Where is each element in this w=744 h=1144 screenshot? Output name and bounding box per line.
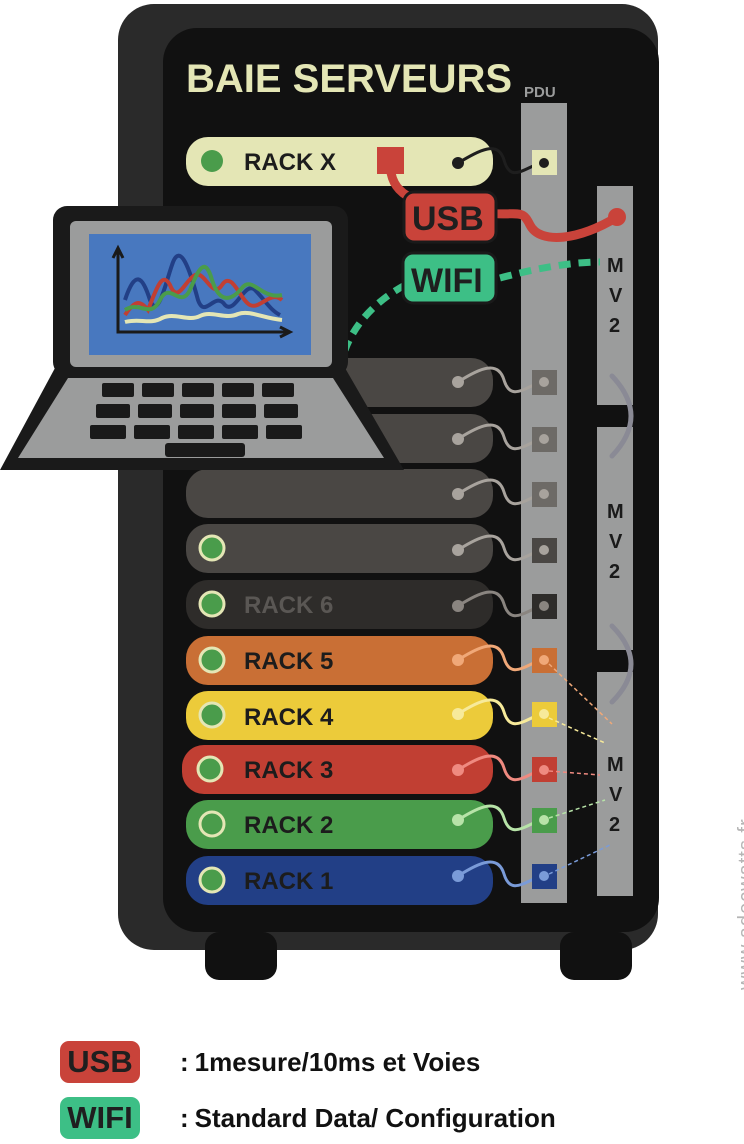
rack-1[interactable]: RACK 1 [186,844,611,905]
rack-4-label: RACK 4 [244,704,334,731]
laptop-keyboard [90,383,302,439]
usb-plug [377,147,404,174]
status-led [198,646,226,674]
mv2-bracket-top [567,405,633,427]
rack-5[interactable]: RACK 5 [186,636,613,725]
rack-x-power-cable [457,147,541,174]
mv2-label-3: M V 2 [607,754,624,836]
rack-blank-4 [186,524,557,573]
usb-badge [402,190,498,244]
rack-6[interactable]: RACK 6 [186,580,557,629]
mv2-letter: V [609,285,623,307]
wifi-badge [401,251,498,305]
status-led [198,590,226,618]
rack-x-label: RACK X [244,149,336,176]
legend-wifi-badge: WIFI [60,1097,140,1139]
mv2-label-2: M V 2 [607,501,624,583]
status-led [198,701,226,729]
mv2-letter: 2 [609,814,620,836]
cabinet-title: BAIE SERVEURS [186,57,512,101]
usb-plug-end [608,208,626,226]
rack-5-label: RACK 5 [244,648,333,675]
rack-blank-3 [186,469,557,518]
status-led [201,150,223,172]
rack-2-label: RACK 2 [244,812,333,839]
legend-separator: : [180,1102,189,1133]
rack-1-label: RACK 1 [244,868,333,895]
mv2-letter: V [609,784,623,806]
mv2-arc-bottom [609,623,634,705]
mv2-bracket-bottom [567,650,633,672]
mv2-letter: 2 [609,561,620,583]
cabinet-foot-right [560,932,632,980]
mv2-letter: M [607,255,624,277]
cabinet-foot-left [205,932,277,980]
screen-chart-graphic [111,244,294,339]
mv2-arc-top [609,373,634,459]
rack-3-label: RACK 3 [244,757,333,784]
legend-wifi-text: Standard Data/ Configuration [194,1102,556,1133]
mv2-strip [597,186,633,896]
rack-3[interactable]: RACK 3 [182,745,601,794]
status-led [198,810,226,838]
legend-usb: USB : 1mesure/10ms et Voies [60,1041,480,1083]
rack-x[interactable]: RACK X [186,137,557,186]
usb-badge-label: USB [412,200,484,238]
mv2-letter: M [607,501,624,523]
legend-usb-badge: USB [60,1041,140,1083]
wifi-badge-label: WIFI [411,262,483,300]
legend-usb-text: 1mesure/10ms et Voies [194,1046,481,1077]
mv2-letter: 2 [609,315,620,337]
laptop-touchpad [165,443,245,457]
legend-wifi: WIFI : Standard Data/ Configuration [60,1097,556,1139]
status-led [196,755,224,783]
rack-2[interactable]: RACK 2 [186,799,606,849]
wifi-link-left [341,281,407,352]
mv2-letter: M [607,754,624,776]
status-led [198,534,226,562]
status-led [198,866,226,894]
laptop [0,206,404,470]
rack-6-label: RACK 6 [244,592,333,619]
legend-separator: : [180,1046,189,1077]
rack-4[interactable]: RACK 4 [186,691,606,744]
watermark: www.adecwatts.fr [735,818,744,990]
pdu-label: PDU [524,84,556,101]
mv2-letter: V [609,531,623,553]
mv2-label-1: M V 2 [607,255,624,337]
